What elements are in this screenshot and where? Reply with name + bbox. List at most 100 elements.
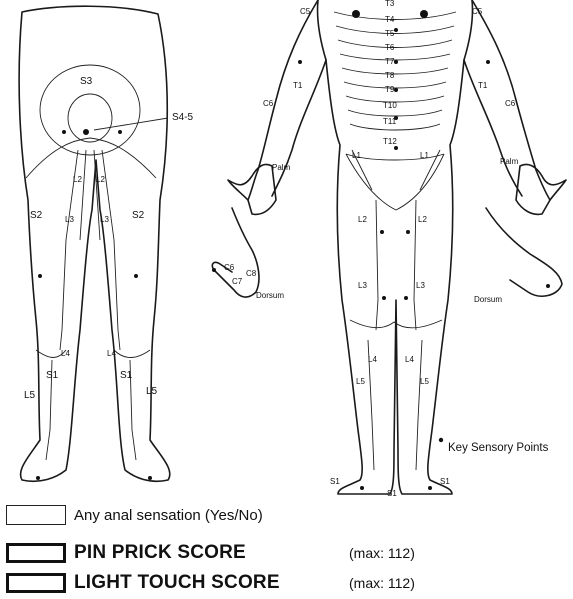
right-palm — [516, 164, 566, 214]
key-point — [148, 476, 152, 480]
key-point — [428, 486, 432, 490]
label-hand-c6: C6 — [224, 263, 235, 272]
key-point — [420, 10, 428, 18]
legend-dot — [439, 438, 443, 442]
label-hand-c8: C8 — [246, 269, 257, 278]
label-l3-left: L3 — [65, 215, 74, 224]
pin-prick-max: (max: 112) — [349, 545, 415, 561]
pin-prick-label: PIN PRICK SCORE — [74, 542, 349, 564]
label-s45: S4-5 — [172, 112, 194, 123]
label-l1-right: L1 — [420, 151, 429, 160]
label-l5-left: L5 — [356, 377, 365, 386]
label-l2-left: L2 — [73, 175, 82, 184]
label-t6: T6 — [385, 43, 395, 52]
key-point — [394, 60, 398, 64]
key-point — [360, 486, 364, 490]
key-point — [394, 88, 398, 92]
legend-key-sensory-points: Key Sensory Points — [448, 442, 549, 454]
key-point — [394, 28, 398, 32]
label-l5-right: L5 — [146, 386, 158, 397]
light-touch-row: LIGHT TOUCH SCORE (max: 112) — [6, 572, 415, 594]
label-c6-right: C6 — [505, 99, 516, 108]
label-t1-left: T1 — [293, 81, 303, 90]
label-t7: T7 — [385, 57, 395, 66]
label-l2-right: L2 — [418, 215, 427, 224]
label-l4-left: L4 — [61, 349, 70, 358]
light-touch-max: (max: 112) — [349, 575, 415, 591]
pin-prick-row: PIN PRICK SCORE (max: 112) — [6, 542, 415, 564]
label-t11: T11 — [383, 117, 397, 126]
anal-sensation-box[interactable] — [6, 505, 66, 525]
label-hand-c7: C7 — [232, 277, 243, 286]
key-point — [212, 268, 216, 272]
label-t4: T4 — [385, 15, 395, 24]
back-view-outline — [19, 6, 170, 481]
key-point — [62, 130, 66, 134]
key-point — [382, 296, 386, 300]
label-l4-left: L4 — [368, 355, 377, 364]
label-palm-right: Palm — [500, 157, 519, 166]
light-touch-label: LIGHT TOUCH SCORE — [74, 572, 349, 594]
label-l2-left: L2 — [358, 215, 367, 224]
label-t12: T12 — [383, 137, 397, 146]
label-s1-left: S1 — [46, 370, 59, 381]
key-point — [394, 146, 398, 150]
label-s1-right: S1 — [440, 477, 450, 486]
key-point — [404, 296, 408, 300]
anal-sensation-label: Any anal sensation (Yes/No) — [74, 507, 263, 524]
back-view: S3 S4-5 S2 S2 L2 L2 L3 L3 L4 L4 L5 L5 S1… — [19, 6, 193, 481]
pin-prick-score-box[interactable] — [6, 543, 66, 563]
thigh-line-left — [376, 200, 378, 330]
label-l2-right: L2 — [96, 175, 105, 184]
knee-right — [114, 350, 150, 358]
label-l5-left: L5 — [24, 390, 36, 401]
label-s2-right: S2 — [132, 210, 145, 221]
label-s3: S3 — [80, 76, 93, 87]
key-point — [486, 60, 490, 64]
label-t9: T9 — [385, 85, 395, 94]
groin-line — [346, 154, 444, 210]
label-l3-left: L3 — [358, 281, 367, 290]
label-t3: T3 — [385, 0, 395, 8]
label-s1-right: S1 — [120, 370, 133, 381]
key-point — [36, 476, 40, 480]
label-t8: T8 — [385, 71, 395, 80]
anal-sensation-row: Any anal sensation (Yes/No) — [6, 505, 263, 525]
label-l1-left: L1 — [352, 151, 361, 160]
label-c5-left: C5 — [300, 7, 311, 16]
right-dorsum-hand — [486, 208, 562, 296]
label-palm-left: Palm — [272, 163, 291, 172]
thigh-line-right — [414, 200, 416, 330]
label-dorsum-left: Dorsum — [256, 291, 284, 300]
label-s1-center: S1 — [387, 489, 397, 498]
key-point — [298, 60, 302, 64]
s45-pointer — [94, 118, 168, 130]
key-point — [406, 230, 410, 234]
key-point — [134, 274, 138, 278]
label-s2-left: S2 — [30, 210, 43, 221]
label-l4-right: L4 — [405, 355, 414, 364]
inner-thigh-left-2 — [80, 150, 86, 240]
label-l4-right: L4 — [107, 349, 116, 358]
label-t5: T5 — [385, 29, 395, 38]
key-point — [38, 274, 42, 278]
key-point — [118, 130, 122, 134]
label-dorsum-right: Dorsum — [474, 295, 502, 304]
dermatome-diagram: S3 S4-5 S2 S2 L2 L2 L3 L3 L4 L4 L5 L5 S1… — [0, 0, 573, 500]
light-touch-score-box[interactable] — [6, 573, 66, 593]
label-t10: T10 — [383, 101, 397, 110]
label-s1-left: S1 — [330, 477, 340, 486]
s45-ring — [68, 94, 112, 142]
key-point — [83, 129, 89, 135]
label-l3-right: L3 — [100, 215, 109, 224]
label-l5-right: L5 — [420, 377, 429, 386]
key-point — [546, 284, 550, 288]
front-view: C5 C5 C6 C6 T1 T1 T3 T4 T5 T6 T7 T8 T9 T… — [212, 0, 566, 498]
shin-line-right — [416, 340, 422, 470]
key-point — [380, 230, 384, 234]
label-t1-right: T1 — [478, 81, 488, 90]
key-point — [352, 10, 360, 18]
gluteal-line — [26, 138, 156, 178]
label-l3-right: L3 — [416, 281, 425, 290]
label-c5-right: C5 — [472, 7, 483, 16]
